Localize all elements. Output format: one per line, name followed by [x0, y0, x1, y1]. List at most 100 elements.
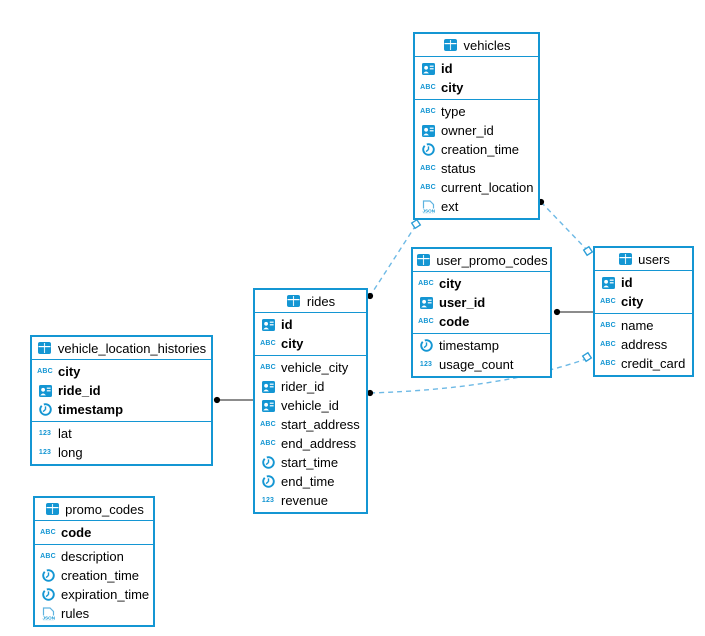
table-header-vehicle_location_histories[interactable]: vehicle_location_histories [32, 337, 211, 360]
table-icon [415, 254, 431, 266]
table-icon [286, 295, 302, 307]
column-row-user_id[interactable]: user_id [413, 293, 550, 312]
time-icon [40, 569, 56, 582]
text-icon: ABC [600, 298, 616, 305]
column-name: revenue [281, 493, 328, 508]
column-name: address [621, 337, 668, 352]
column-row-id[interactable]: id [595, 273, 692, 292]
relationship-vehicles-rides [369, 224, 417, 297]
column-row-id[interactable]: id [255, 315, 366, 334]
column-row-end_time[interactable]: end_time [255, 472, 366, 491]
column-row-code[interactable]: ABC code [413, 312, 550, 331]
svg-text:JSON: JSON [422, 208, 435, 213]
text-icon: ABC [418, 318, 434, 325]
text-icon: ABC [600, 360, 616, 367]
number-icon: 123 [419, 361, 433, 368]
relationship-diamond-endpoint [582, 245, 594, 257]
column-row-vehicle_id[interactable]: vehicle_id [255, 396, 366, 415]
column-row-start_time[interactable]: start_time [255, 453, 366, 472]
column-row-timestamp[interactable]: timestamp [413, 336, 550, 355]
table-header-users[interactable]: users [595, 248, 692, 271]
svg-text:JSON: JSON [42, 615, 55, 620]
column-name: timestamp [58, 402, 124, 417]
text-icon: ABC [260, 340, 276, 347]
text-icon: ABC [420, 84, 436, 91]
table-icon [617, 253, 633, 265]
column-name: name [621, 318, 654, 333]
column-name: city [58, 364, 81, 379]
column-row-ride_id[interactable]: ride_id [32, 381, 211, 400]
table-header-vehicles[interactable]: vehicles [415, 34, 538, 57]
column-row-description[interactable]: ABC description [35, 547, 153, 566]
column-name: city [281, 336, 304, 351]
id-icon [420, 62, 436, 75]
column-name: vehicle_id [281, 398, 339, 413]
column-row-creation_time[interactable]: creation_time [415, 140, 538, 159]
text-icon: ABC [418, 280, 434, 287]
json-icon: JSON [420, 199, 436, 214]
table-icon [44, 503, 60, 515]
table-header-rides[interactable]: rides [255, 290, 366, 313]
column-name: end_address [281, 436, 357, 451]
column-row-creation_time[interactable]: creation_time [35, 566, 153, 585]
table-header-user_promo_codes[interactable]: user_promo_codes [413, 249, 550, 272]
column-row-owner_id[interactable]: owner_id [415, 121, 538, 140]
column-name: code [439, 314, 470, 329]
column-name: start_time [281, 455, 339, 470]
table-title: vehicles [463, 37, 511, 53]
column-name: id [281, 317, 293, 332]
table-title: user_promo_codes [436, 252, 548, 268]
id-icon [260, 399, 276, 412]
column-row-id[interactable]: id [415, 59, 538, 78]
text-icon: ABC [260, 364, 276, 371]
table-icon [443, 39, 459, 51]
column-name: description [61, 549, 124, 564]
column-row-city[interactable]: ABC city [255, 334, 366, 353]
column-row-expiration_time[interactable]: expiration_time [35, 585, 153, 604]
table-title: promo_codes [65, 501, 144, 517]
column-row-timestamp[interactable]: timestamp [32, 400, 211, 419]
table-title: rides [306, 293, 336, 309]
id-icon [418, 296, 434, 309]
table-header-promo_codes[interactable]: promo_codes [35, 498, 153, 521]
relationship-dot-endpoint [366, 389, 374, 397]
table-title: vehicle_location_histories [57, 340, 207, 356]
text-icon: ABC [40, 529, 56, 536]
column-row-rider_id[interactable]: rider_id [255, 377, 366, 396]
column-row-revenue[interactable]: 123 revenue [255, 491, 366, 510]
text-icon: ABC [40, 553, 56, 560]
number-icon: 123 [261, 497, 275, 504]
relationship-vehicles-users [540, 201, 589, 252]
text-icon: ABC [420, 108, 436, 115]
